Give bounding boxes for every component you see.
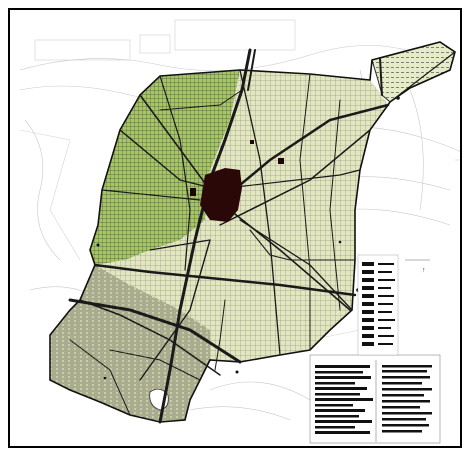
center-blocks (190, 140, 284, 196)
legend-table-icon (309, 354, 441, 444)
map-frame: ↑ (8, 8, 462, 448)
urban-zoning-map: ↑ (19, 19, 460, 444)
svg-text:↑: ↑ (422, 267, 426, 274)
historic-center (200, 168, 242, 222)
legend-column-icon: ↑ (357, 254, 430, 356)
